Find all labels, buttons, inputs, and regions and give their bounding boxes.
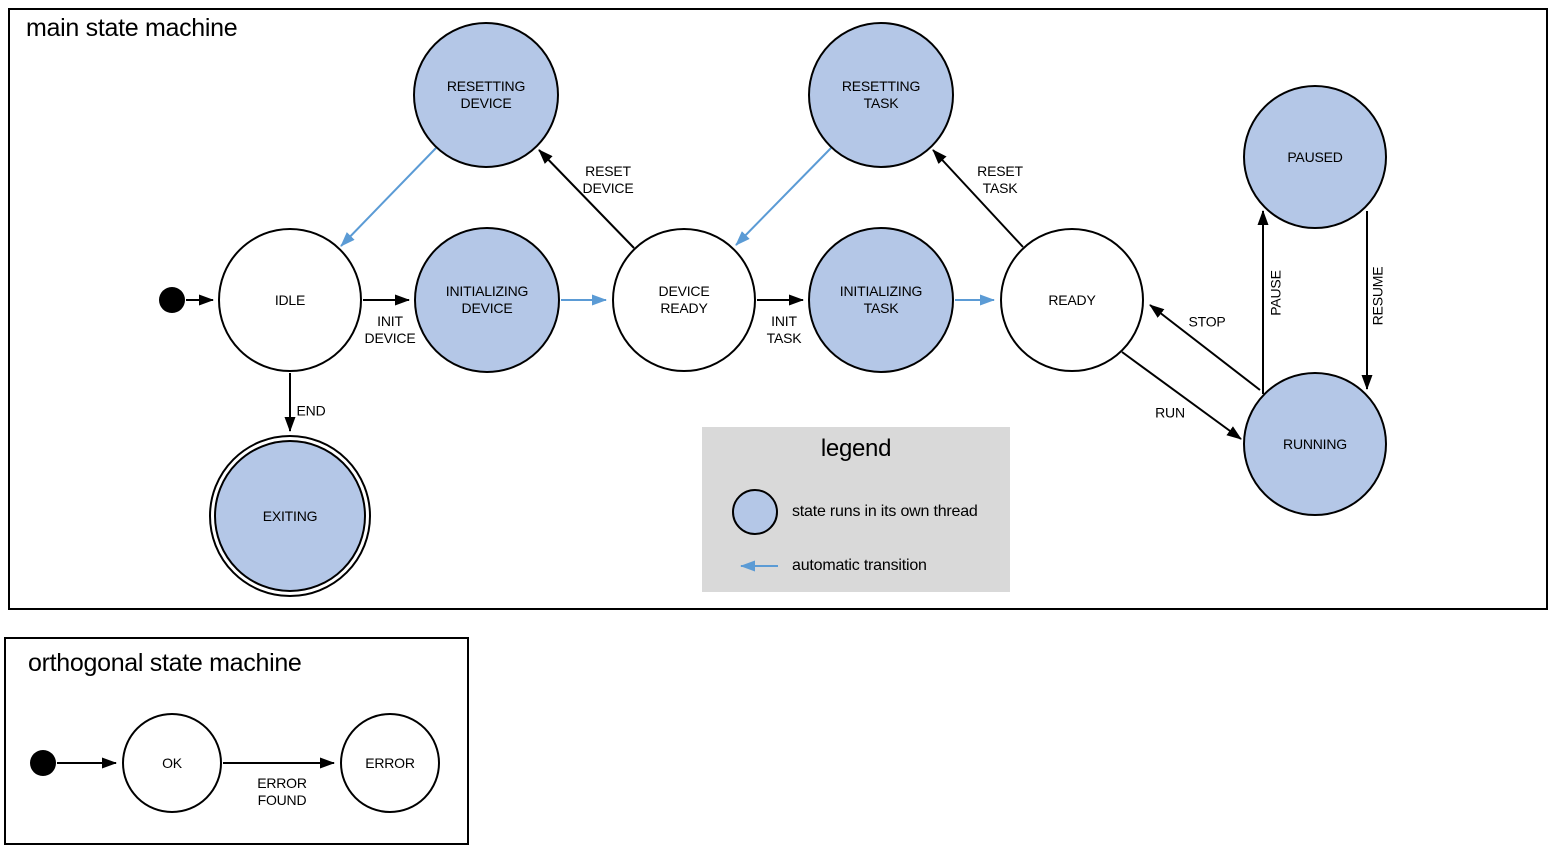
- state-label: INITIALIZING: [839, 283, 923, 299]
- transition-label-line: END: [296, 402, 326, 419]
- state-label: READY: [1048, 291, 1096, 308]
- state-label: RESETTING: [841, 78, 921, 94]
- transition-label-line: DEVICE: [364, 330, 416, 346]
- state-error: ERROR: [340, 713, 440, 813]
- transition-label-reset-device: RESET DEVICE: [583, 163, 634, 197]
- state-running: RUNNING: [1243, 372, 1387, 516]
- state-label: INITIALIZING: [445, 283, 529, 299]
- transition-label-line: STOP: [1188, 313, 1226, 330]
- state-ready: READY: [1000, 228, 1144, 372]
- state-label: OK: [162, 754, 182, 771]
- state-initializing-task: INITIALIZING TASK: [808, 227, 954, 373]
- state-label: EXITING: [262, 507, 318, 524]
- transition-label-line: DEVICE: [582, 180, 634, 196]
- orthogonal-state-machine-title: orthogonal state machine: [28, 649, 302, 677]
- transition-label-end: END: [297, 403, 326, 420]
- transition-label-line: RUN: [1155, 404, 1185, 421]
- transition-label-line: RESET: [977, 163, 1023, 179]
- state-ok: OK: [122, 713, 222, 813]
- transition-label-error-found: ERROR FOUND: [257, 775, 307, 809]
- state-label: TASK: [863, 300, 899, 316]
- transition-label-init-device: INIT DEVICE: [365, 313, 416, 347]
- state-idle: IDLE: [218, 228, 362, 372]
- transition-label-line: ERROR: [257, 775, 307, 791]
- transition-label-line: TASK: [766, 330, 802, 346]
- state-label: DEVICE: [460, 95, 512, 111]
- orthogonal-state-machine-frame: orthogonal state machine: [4, 637, 469, 845]
- legend-thread-state-icon: [732, 489, 778, 535]
- transition-label-run: RUN: [1155, 405, 1185, 422]
- state-resetting-task: RESETTING TASK: [808, 22, 954, 168]
- transition-label-line: RESUME: [1369, 266, 1386, 326]
- transition-label-pause: PAUSE: [1268, 270, 1285, 315]
- transition-label-resume: RESUME: [1370, 267, 1387, 326]
- transition-label-line: TASK: [982, 180, 1018, 196]
- legend-thread-label: state runs in its own thread: [792, 503, 978, 520]
- transition-label-stop: STOP: [1188, 314, 1225, 331]
- state-label: TASK: [863, 95, 899, 111]
- state-exiting-inner: EXITING: [214, 440, 366, 592]
- transition-label-line: FOUND: [257, 792, 307, 808]
- state-label: ERROR: [365, 754, 415, 771]
- transition-label-init-task: INIT TASK: [767, 313, 802, 347]
- transition-label-reset-task: RESET TASK: [977, 163, 1023, 197]
- state-label: DEVICE: [461, 300, 513, 316]
- transition-label-line: RESET: [585, 163, 631, 179]
- state-label: IDLE: [274, 291, 306, 308]
- ortho-initial-state-dot: [30, 750, 56, 776]
- main-initial-state-dot: [159, 287, 185, 313]
- transition-label-line: INIT: [771, 313, 797, 329]
- main-state-machine-frame: main state machine: [8, 8, 1548, 610]
- state-label: PAUSED: [1287, 148, 1343, 165]
- transition-label-line: INIT: [377, 313, 403, 329]
- legend-box: legend state runs in its own thread auto…: [702, 427, 1010, 592]
- state-exiting: EXITING: [209, 435, 371, 597]
- state-label: RUNNING: [1283, 435, 1347, 452]
- state-resetting-device: RESETTING DEVICE: [413, 22, 559, 168]
- main-state-machine-title: main state machine: [26, 14, 238, 42]
- transition-label-line: PAUSE: [1267, 270, 1284, 316]
- state-initializing-device: INITIALIZING DEVICE: [414, 227, 560, 373]
- state-paused: PAUSED: [1243, 85, 1387, 229]
- legend-title: legend: [820, 435, 892, 462]
- state-label: READY: [660, 300, 708, 316]
- state-label: DEVICE: [658, 283, 710, 299]
- state-label: RESETTING: [446, 78, 526, 94]
- legend-auto-label: automatic transition: [792, 557, 927, 574]
- state-device-ready: DEVICE READY: [612, 228, 756, 372]
